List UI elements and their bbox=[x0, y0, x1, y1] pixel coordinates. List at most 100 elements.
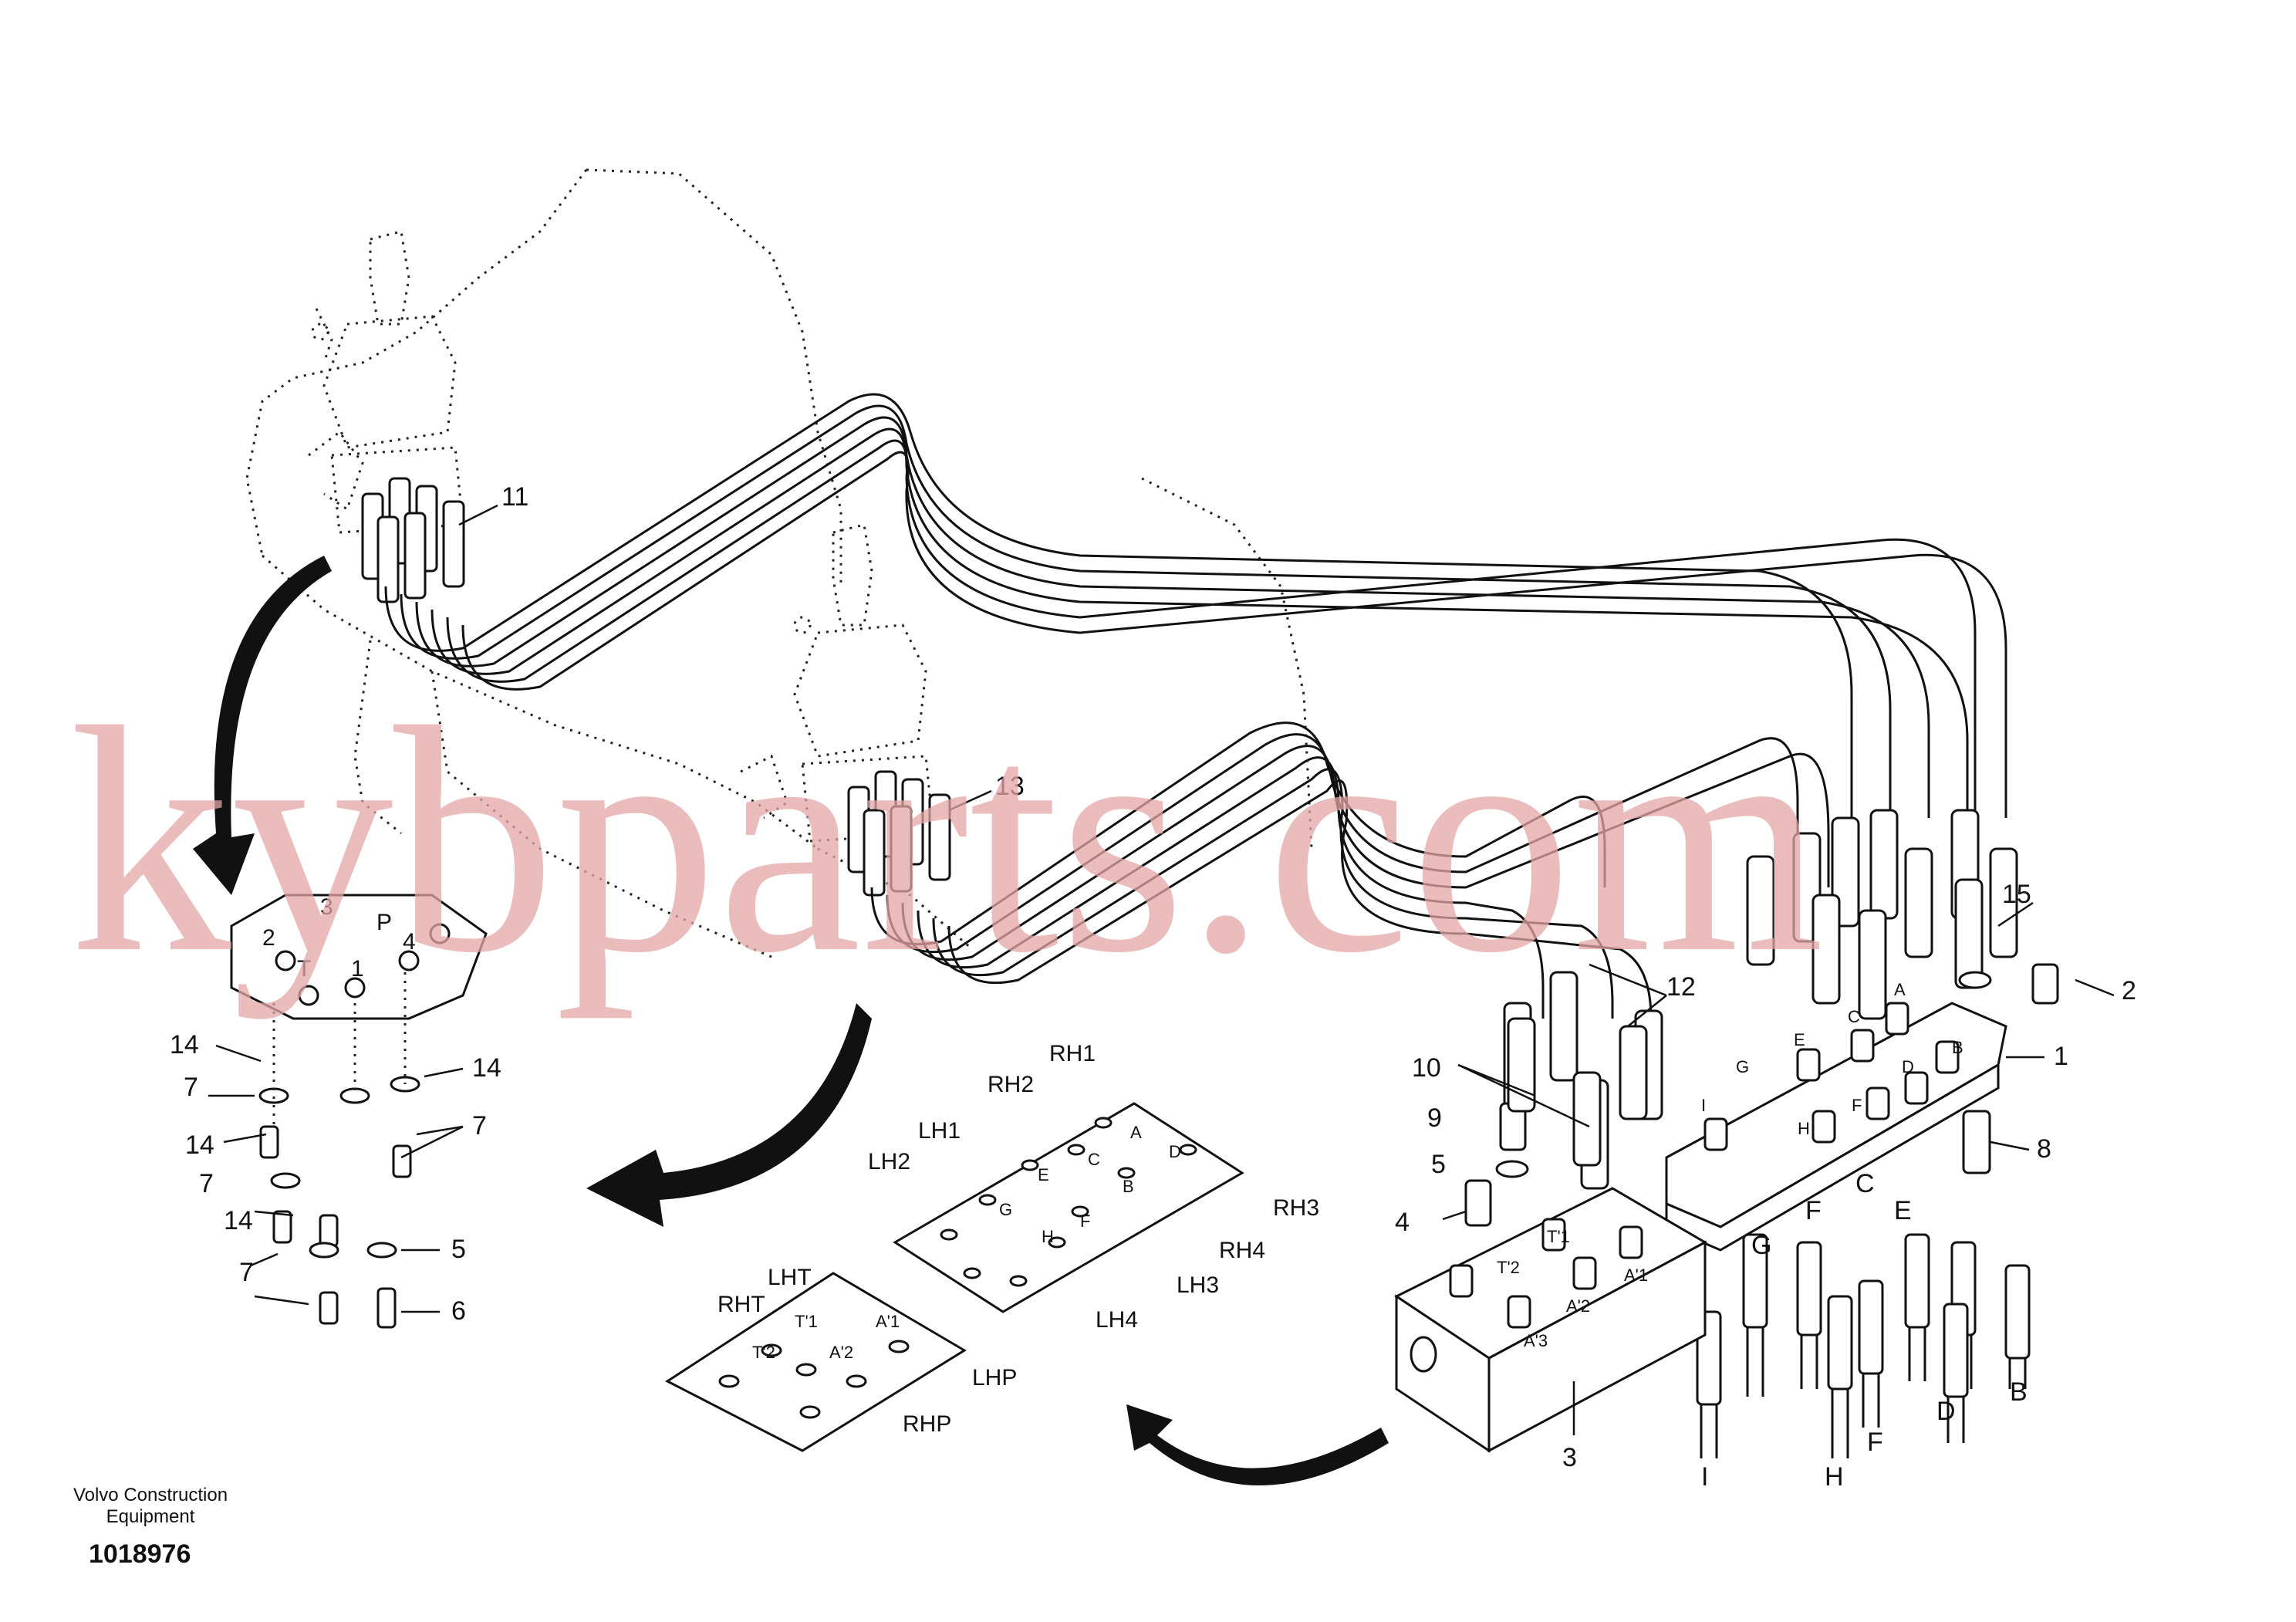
callout-14-c: 14 bbox=[224, 1206, 253, 1235]
leader-lines bbox=[208, 504, 2115, 1435]
port-pad-labels: 2 3 P T 1 4 bbox=[262, 894, 416, 982]
callout-1: 1 bbox=[2054, 1042, 2068, 1071]
callout-3: 3 bbox=[1562, 1443, 1577, 1472]
brand-line-1: Volvo Construction bbox=[73, 1485, 228, 1505]
hose-end-I: I bbox=[1701, 1462, 1708, 1492]
hose-end-E: E bbox=[1894, 1196, 1912, 1225]
block-port-A2: A'2 bbox=[1566, 1296, 1590, 1316]
block-side-fittings bbox=[1464, 963, 2059, 1227]
manifold-port-C: C bbox=[1848, 1007, 1860, 1026]
pad-label-4: 4 bbox=[403, 929, 416, 955]
block-port-T1: T'1 bbox=[1547, 1227, 1570, 1246]
lower-hoses bbox=[1696, 1233, 2031, 1458]
tp-label-LHP: LHP bbox=[972, 1365, 1017, 1391]
plate-label-RH1: RH1 bbox=[1049, 1041, 1096, 1066]
manifold-port-I: I bbox=[1701, 1096, 1706, 1115]
plate-label-LH3: LH3 bbox=[1177, 1272, 1219, 1298]
plate-port-H: H bbox=[1042, 1227, 1054, 1246]
plate-port-F: F bbox=[1080, 1211, 1090, 1231]
block-port-A3: A'3 bbox=[1524, 1331, 1548, 1350]
manifold-port-A: A bbox=[1894, 980, 1906, 999]
plate-port-A: A bbox=[1130, 1123, 1142, 1142]
plate-label-RH3: RH3 bbox=[1273, 1195, 1319, 1221]
manifold-port-H: H bbox=[1798, 1119, 1810, 1138]
callout-15: 15 bbox=[2002, 880, 2031, 909]
plate-label-LH2: LH2 bbox=[868, 1149, 910, 1174]
plate-port-D: D bbox=[1169, 1142, 1181, 1161]
hose-end-G: G bbox=[1751, 1231, 1771, 1260]
manifold-port-D: D bbox=[1902, 1057, 1914, 1076]
callout-2: 2 bbox=[2122, 976, 2136, 1005]
callout-10: 10 bbox=[1412, 1053, 1441, 1083]
block-port-labels: T'1 T'2 A'1 A'2 A'3 bbox=[1497, 1227, 1648, 1350]
hose-end-B: B bbox=[2010, 1377, 2028, 1407]
callout-6: 6 bbox=[451, 1296, 466, 1326]
right-hose-bundle bbox=[870, 721, 1830, 1049]
pad-label-1: 1 bbox=[351, 956, 364, 982]
left-joystick bbox=[311, 230, 465, 603]
right-joystick bbox=[793, 523, 951, 897]
tp-label-RHP: RHP bbox=[903, 1411, 951, 1437]
callout-7-d: 7 bbox=[472, 1111, 487, 1140]
callout-5-block: 5 bbox=[1431, 1150, 1446, 1179]
hose-end-F-lower: F bbox=[1867, 1428, 1883, 1457]
shuttle-block bbox=[1394, 1187, 1708, 1453]
pad-label-T: T bbox=[297, 956, 311, 982]
manifold-port-G: G bbox=[1736, 1057, 1749, 1076]
drawing-number: 1018976 bbox=[89, 1539, 191, 1569]
left-hose-bundle bbox=[384, 393, 2007, 818]
tp-label-LHT: LHT bbox=[768, 1265, 812, 1290]
callout-11: 11 bbox=[501, 482, 528, 512]
plate-label-RH2: RH2 bbox=[988, 1072, 1034, 1097]
plate-port-E: E bbox=[1038, 1165, 1049, 1184]
callout-8: 8 bbox=[2037, 1134, 2051, 1164]
tp-label-T1: T'1 bbox=[795, 1312, 818, 1331]
plate-port-C: C bbox=[1088, 1150, 1100, 1169]
right-joystick-fittings bbox=[847, 770, 951, 897]
callout-7-b: 7 bbox=[199, 1169, 214, 1198]
rh-lh-plate-labels: RH1 RH2 LH1 LH2 RH3 RH4 LH3 LH4 A C D E … bbox=[868, 1041, 1319, 1333]
left-port-pad bbox=[230, 894, 488, 1329]
pad-label-2: 2 bbox=[262, 925, 275, 951]
watermark: kybparts.com bbox=[69, 661, 1825, 1020]
left-joystick-fittings bbox=[361, 477, 465, 603]
callout-14-d: 14 bbox=[472, 1053, 501, 1083]
rh-lh-port-plate bbox=[893, 1102, 1244, 1313]
callout-4: 4 bbox=[1395, 1208, 1410, 1237]
hose-end-F: F bbox=[1805, 1196, 1822, 1225]
tp-label-RHT: RHT bbox=[718, 1292, 765, 1317]
plate-port-G: G bbox=[999, 1200, 1012, 1219]
tp-label-A2: A'2 bbox=[829, 1343, 853, 1362]
block-port-A1: A'1 bbox=[1624, 1265, 1648, 1285]
manifold-port-F: F bbox=[1852, 1096, 1862, 1115]
block-port-T2: T'2 bbox=[1497, 1258, 1520, 1277]
callout-9: 9 bbox=[1427, 1103, 1442, 1133]
tp-label-A1: A'1 bbox=[876, 1312, 900, 1331]
plate-label-LH4: LH4 bbox=[1096, 1307, 1138, 1333]
callout-12: 12 bbox=[1666, 972, 1696, 1002]
callout-13: 13 bbox=[995, 772, 1025, 801]
hose-end-D: D bbox=[1936, 1397, 1956, 1426]
manifold-port-E: E bbox=[1794, 1030, 1805, 1049]
plate-port-B: B bbox=[1123, 1177, 1134, 1196]
footer-block: Volvo Construction Equipment 1018976 bbox=[73, 1485, 228, 1569]
hose-end-labels: G F C E I H F D B bbox=[1701, 1169, 2028, 1492]
callout-numbers: 11 13 12 10 9 5 4 3 15 2 1 8 14 7 14 7 1… bbox=[170, 482, 2136, 1472]
brand-line-2: Equipment bbox=[106, 1506, 195, 1527]
hose-end-C: C bbox=[1855, 1169, 1875, 1198]
callout-7-a: 7 bbox=[184, 1073, 198, 1102]
tp-port-plate bbox=[665, 1272, 967, 1452]
pad-label-P: P bbox=[376, 910, 392, 935]
pad-label-3: 3 bbox=[320, 894, 333, 920]
manifold-port-labels: A C E G D B F H I bbox=[1701, 980, 1963, 1138]
manifold-port-B: B bbox=[1952, 1038, 1963, 1057]
tp-plate-labels: LHT RHT T'1 T'2 A'1 A'2 LHP RHP bbox=[718, 1265, 1017, 1437]
hose-end-H: H bbox=[1825, 1462, 1844, 1492]
direction-arrows bbox=[193, 556, 1389, 1485]
plate-label-RH4: RH4 bbox=[1219, 1238, 1265, 1263]
tp-label-T2: T'2 bbox=[752, 1343, 775, 1362]
callout-14-a: 14 bbox=[170, 1030, 199, 1059]
callout-14-b: 14 bbox=[185, 1130, 214, 1160]
plate-label-LH1: LH1 bbox=[918, 1118, 961, 1144]
